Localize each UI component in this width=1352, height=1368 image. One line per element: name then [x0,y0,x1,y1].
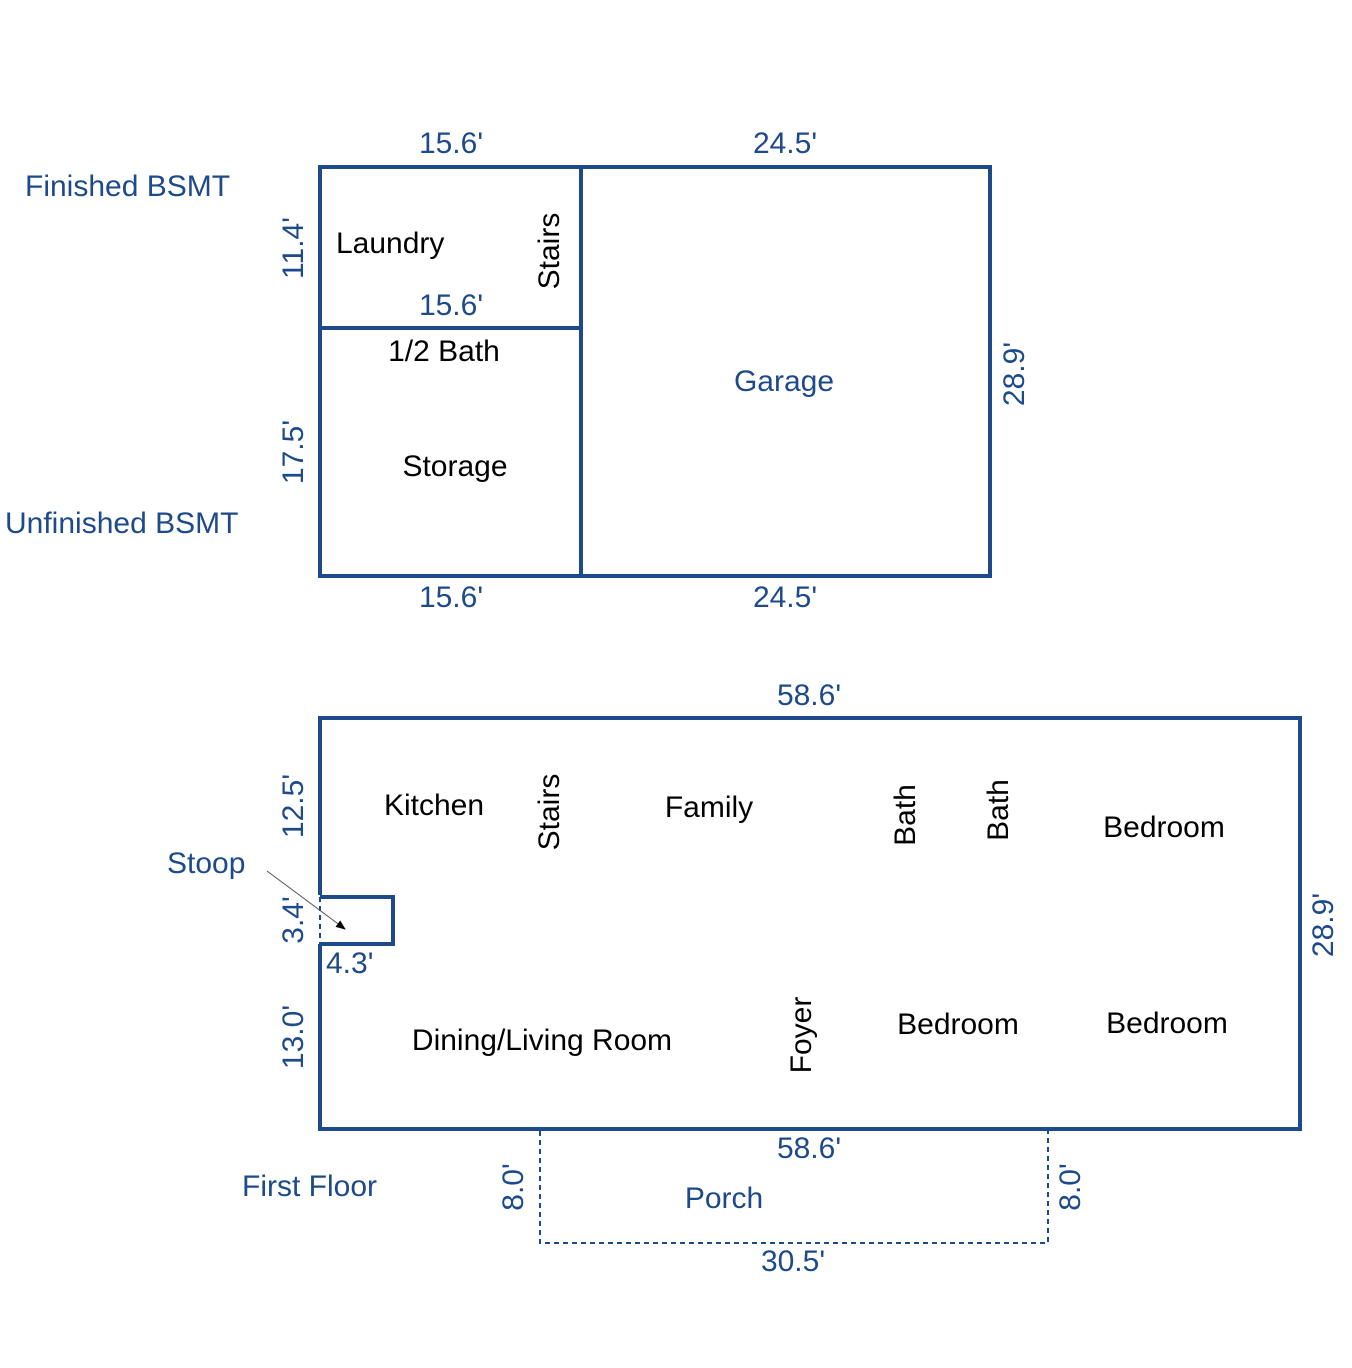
dim-garage-height: 28.9' [998,342,1031,406]
dim-basement-top-left: 15.6' [419,127,483,160]
dim-basement-top-right: 24.5' [753,127,817,160]
dim-basement-bottom-left: 15.6' [419,581,483,614]
stoop-outline [320,895,395,946]
dim-first-floor-right: 28.9' [1307,893,1340,957]
room-foyer: Foyer [785,997,818,1074]
dim-laundry-height: 11.4' [277,217,310,279]
basement-plan: Finished BSMT Unfinished BSMT 15.6' 24.5… [5,127,1031,614]
room-half-bath: 1/2 Bath [388,335,500,368]
porch-outline [539,1131,1049,1244]
room-family: Family [665,791,753,824]
room-bath-2: Bath [982,779,1015,841]
room-storage: Storage [402,450,507,483]
room-basement-stairs: Stairs [533,213,566,290]
room-bedroom-2: Bedroom [897,1008,1019,1041]
dim-laundry-divider: 15.6' [419,289,483,322]
finished-bsmt-label: Finished BSMT [25,170,230,203]
dim-basement-bottom-right: 24.5' [753,581,817,614]
room-porch: Porch [685,1182,763,1215]
room-first-floor-stairs: Stairs [533,774,566,851]
first-floor-outline [318,716,1302,1131]
dim-stoop-width: 4.3' [326,947,373,980]
basement-outline [318,165,992,578]
first-floor-label: First Floor [242,1170,377,1203]
dim-first-floor-bottom: 58.6' [777,1132,841,1165]
room-bedroom-1: Bedroom [1103,811,1225,844]
dim-left-upper: 12.5' [277,774,310,838]
room-dining-living: Dining/Living Room [412,1024,672,1057]
dim-porch-bottom: 30.5' [761,1245,825,1278]
stoop-label: Stoop [167,847,245,880]
room-bedroom-3: Bedroom [1106,1007,1228,1040]
dim-left-lower: 13.0' [277,1005,310,1069]
first-floor-plan: First Floor Stoop 58.6' 12.5' 3.4' 4.3' … [167,679,1340,1278]
dim-storage-height: 17.5' [277,420,310,484]
dim-first-floor-top: 58.6' [777,679,841,712]
dim-porch-left: 8.0' [497,1163,530,1210]
dim-porch-right: 8.0' [1054,1163,1087,1210]
room-kitchen: Kitchen [384,789,484,822]
room-bath-1: Bath [889,784,922,846]
room-laundry: Laundry [336,227,444,260]
room-garage: Garage [734,365,834,398]
unfinished-bsmt-label: Unfinished BSMT [5,507,238,540]
stoop-pointer-arrow [266,870,346,930]
dim-stoop-height: 3.4' [277,896,310,943]
